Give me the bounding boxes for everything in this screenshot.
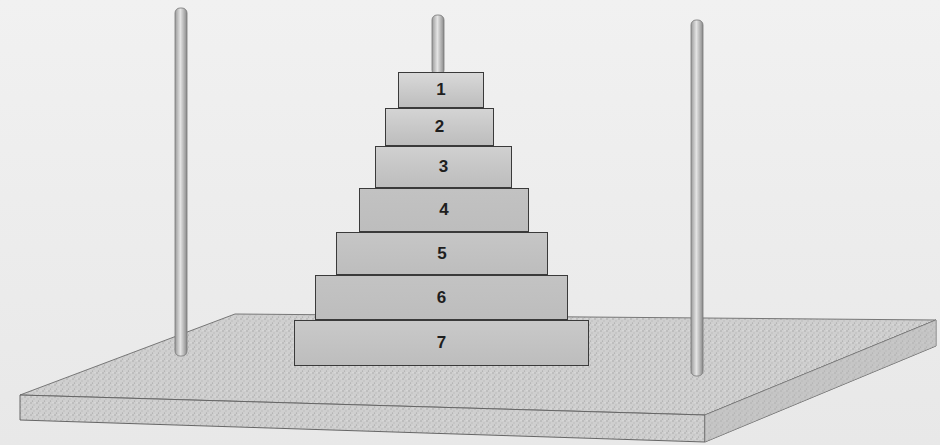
base-side-texture xyxy=(705,320,936,442)
disk-number: 5 xyxy=(437,244,446,264)
disk: 5 xyxy=(336,232,548,275)
disk: 3 xyxy=(375,146,512,188)
left-peg xyxy=(175,8,187,356)
disk-number: 6 xyxy=(437,288,446,308)
disk: 6 xyxy=(315,275,568,320)
right-peg xyxy=(691,20,703,376)
disk-number: 4 xyxy=(439,200,448,220)
disk: 4 xyxy=(359,188,529,232)
disk-number: 7 xyxy=(437,333,446,353)
base-side xyxy=(705,320,936,442)
disk-number: 2 xyxy=(435,117,444,137)
disk: 7 xyxy=(294,320,589,366)
disk: 2 xyxy=(385,108,494,146)
disk-number: 1 xyxy=(436,80,445,100)
base-front xyxy=(20,395,705,442)
middle-peg xyxy=(432,15,444,75)
disk: 1 xyxy=(398,72,484,108)
disk-number: 3 xyxy=(439,157,448,177)
